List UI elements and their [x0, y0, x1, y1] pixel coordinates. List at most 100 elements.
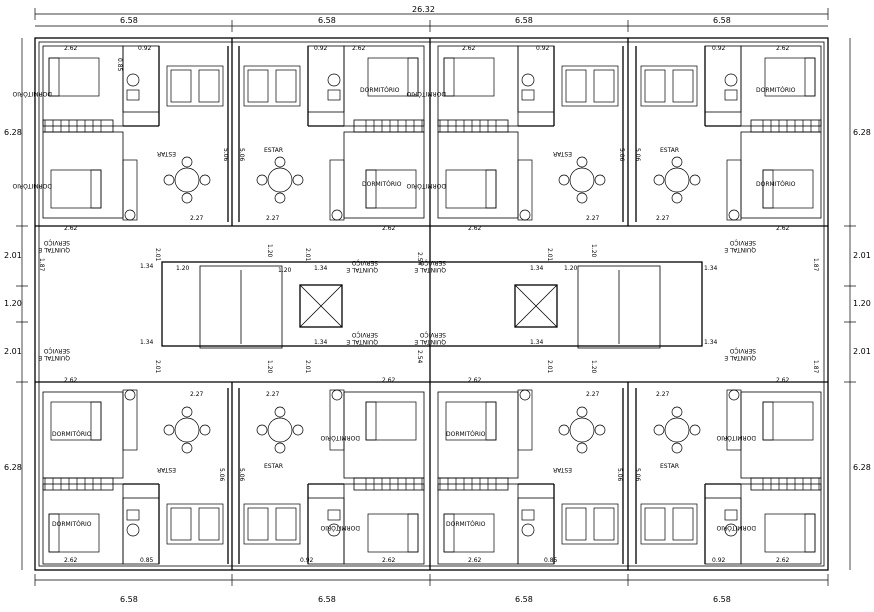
interior-dimension: 5.06 [634, 148, 641, 162]
interior-dimension: 1.34 [704, 339, 718, 346]
building-outline [34, 37, 829, 571]
side-right-dim-3: 1.20 [853, 299, 871, 308]
service-yard-label: SERVIÇO [419, 331, 446, 338]
bedroom-label: DORMITÓRIO [406, 182, 446, 189]
top-dim-1: 6.58 [120, 16, 138, 25]
interior-dimension: 1.87 [812, 258, 819, 272]
apartment-unit-3 [437, 45, 624, 222]
service-yard-label: SERVIÇO [43, 347, 70, 354]
service-yard-label: SERVIÇO [43, 239, 70, 246]
interior-dimension: 2.62 [468, 557, 482, 564]
top-dim-3: 6.58 [515, 16, 533, 25]
interior-dimension: 2.62 [776, 377, 790, 384]
living-label: ESTAR [264, 463, 283, 470]
interior-dimension: 2.01 [154, 360, 161, 374]
bedroom-label: DORMITÓRIO [12, 90, 52, 97]
service-yard-label: SERVIÇO [351, 259, 378, 266]
interior-dimension: 5.06 [616, 468, 623, 482]
top-dim-4: 6.58 [713, 16, 731, 25]
bedroom-label: DORMITÓRIO [446, 431, 486, 438]
bedroom-label: DORMITÓRIO [52, 521, 92, 528]
interior-dimension: 0.85 [140, 557, 154, 564]
interior-dimension: 1.20 [266, 360, 273, 374]
interior-dimension: 1.87 [38, 258, 45, 272]
interior-dimension: 0.85 [544, 557, 558, 564]
interior-dimension: 1.34 [140, 263, 154, 270]
bedroom-label: DORMITÓRIO [320, 434, 360, 441]
service-yard-label: QUINTAL E [724, 246, 756, 253]
interior-dimension: 1.20 [564, 265, 578, 272]
apartment-unit-1 [42, 45, 229, 222]
interior-dimension: 1.34 [704, 265, 718, 272]
interior-dimension: 2.54 [416, 350, 423, 364]
bedroom-label: DORMITÓRIO [756, 87, 796, 94]
interior-dimension: 2.01 [304, 248, 311, 262]
interior-dimension: 1.34 [140, 339, 154, 346]
interior-dimension: 2.27 [656, 391, 670, 398]
interior-dimension: 1.87 [812, 360, 819, 374]
interior-dimension: 5.06 [618, 148, 625, 162]
bedroom-label: DORMITÓRIO [360, 87, 400, 94]
interior-dimension: 2.27 [190, 391, 204, 398]
bedroom-label: DORMITÓRIO [362, 181, 402, 188]
bottom-dim-1: 6.58 [120, 595, 138, 604]
service-yard-label: SERVIÇO [351, 331, 378, 338]
service-yard-label: SERVIÇO [419, 259, 446, 266]
interior-dimension: 1.20 [266, 244, 273, 258]
service-yard-label: QUINTAL E [38, 354, 70, 361]
apartment-unit-4 [635, 45, 822, 222]
interior-dimension: 1.20 [278, 267, 292, 274]
interior-dimension: 2.01 [154, 248, 161, 262]
apartment-unit-5 [42, 388, 229, 565]
interior-dimension: 2.62 [64, 557, 78, 564]
living-label: ESTAR [157, 466, 176, 473]
top-dimensions: 6.58 6.58 6.58 6.58 [35, 16, 828, 32]
bottom-dim-4: 6.58 [713, 595, 731, 604]
side-left-dim-1: 6.28 [4, 128, 22, 137]
bedroom-label: DORMITÓRIO [716, 434, 756, 441]
side-right-dim-1: 6.28 [853, 128, 871, 137]
interior-dimension: 5.06 [238, 148, 245, 162]
side-left-dim-4: 2.01 [4, 347, 22, 356]
service-yard-label: QUINTAL E [346, 266, 378, 273]
service-yard-label: QUINTAL E [38, 246, 70, 253]
interior-dimension: 2.01 [546, 360, 553, 374]
bedroom-label: DORMITÓRIO [406, 90, 446, 97]
interior-dimension: 1.34 [530, 265, 544, 272]
living-label: ESTAR [264, 147, 283, 154]
interior-dimension: 2.62 [462, 45, 476, 52]
interior-dimension: 2.62 [776, 45, 790, 52]
service-yard-label: QUINTAL E [346, 338, 378, 345]
living-label: ESTAR [157, 150, 176, 157]
overall-width-label: 26.32 [412, 5, 435, 14]
service-yard-label: QUINTAL E [414, 338, 446, 345]
interior-dimension: 2.27 [266, 215, 280, 222]
interior-dimension: 5.06 [238, 468, 245, 482]
interior-dimension: 2.62 [382, 377, 396, 384]
interior-dimension: 2.62 [64, 225, 78, 232]
bottom-dimensions: 6.58 6.58 6.58 6.58 [34, 574, 829, 604]
bottom-dim-2: 6.58 [318, 595, 336, 604]
interior-dimension: 2.27 [586, 215, 600, 222]
side-left-dim-3: 1.20 [4, 299, 22, 308]
bedroom-label: DORMITÓRIO [52, 431, 92, 438]
side-left-dim-2: 2.01 [4, 251, 22, 260]
apartment-unit-2 [238, 45, 425, 222]
interior-dimension: 2.27 [586, 391, 600, 398]
interior-dimension: 0.92 [138, 45, 152, 52]
interior-dimension: 1.20 [590, 244, 597, 258]
bedroom-label: DORMITÓRIO [12, 182, 52, 189]
interior-dimension: 5.06 [218, 468, 225, 482]
side-right-dim-5: 6.28 [853, 463, 871, 472]
side-left-dim-5: 6.28 [4, 463, 22, 472]
apartment-unit-6 [238, 388, 425, 565]
service-yard-label: SERVIÇO [729, 347, 756, 354]
bedroom-label: DORMITÓRIO [756, 181, 796, 188]
interior-dimension: 2.01 [546, 248, 553, 262]
top-dim-2: 6.58 [318, 16, 336, 25]
living-label: ESTAR [553, 466, 572, 473]
interior-dimension: 0.85 [116, 58, 123, 72]
apartment-unit-7 [437, 388, 624, 565]
